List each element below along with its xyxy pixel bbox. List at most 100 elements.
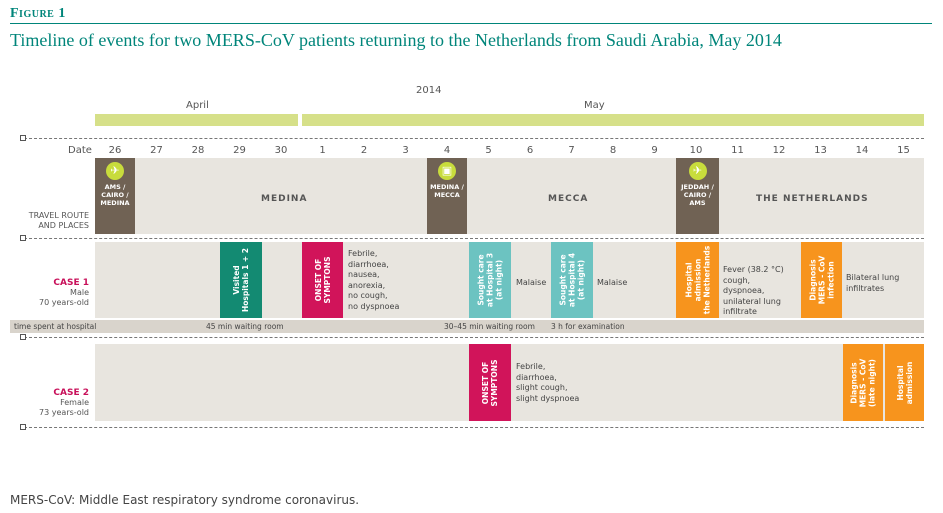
event-line: MERS - CoV [817, 255, 826, 305]
case1-sex: Male [70, 288, 89, 297]
separator-travel-bottom [24, 238, 924, 239]
date-day: 28 [191, 145, 205, 156]
month-label-may: May [584, 100, 605, 111]
date-day: 27 [150, 145, 163, 156]
hospital-time-exam: 3 h for examination [551, 322, 625, 331]
date-day: 11 [731, 145, 744, 156]
separator-case2-bottom [24, 427, 924, 428]
case1-malaise-note-2: Malaise [597, 278, 628, 287]
separator-cap [20, 334, 26, 340]
case1-malaise-note-1: Malaise [516, 278, 547, 287]
event-line: at Hospital 3 [485, 252, 495, 308]
case1-fever-note: Fever (38.2 °C) cough, dyspnoea, unilate… [723, 265, 784, 316]
month-bar-may [302, 114, 924, 126]
travel-box-line: JEDDAH / [681, 183, 714, 191]
travel-label: TRAVEL ROUTE AND PLACES [14, 211, 89, 231]
event-line: (at night) [576, 259, 586, 301]
case2-event-hospital-admission: Hospital admission [885, 344, 924, 421]
plane-icon: ✈ [688, 162, 707, 180]
case1-onset-symptoms-note: Febrile, diarrhoea, nausea, anorexia, no… [348, 249, 400, 311]
event-line: Diagnosis [849, 361, 859, 404]
travel-box-line: CAIRO / [101, 191, 129, 199]
date-day: 2 [360, 145, 368, 156]
separator-dates-top [24, 138, 924, 139]
case1-name: CASE 1 [53, 278, 89, 288]
case1-event-onset: ONSET OF SYMPTONS [302, 242, 343, 318]
event-line: ONSET OF [481, 361, 490, 404]
date-day: 12 [772, 145, 786, 156]
event-line: Visited [232, 265, 241, 295]
month-label-april: April [186, 100, 209, 111]
date-day: 9 [651, 145, 658, 156]
date-day: 5 [485, 145, 492, 156]
date-header: Date [68, 145, 92, 156]
figure-label: Figure 1 [10, 6, 66, 21]
case1-event-diagnosis: Diagnosis MERS - CoV infection [801, 242, 842, 318]
event-line: SYMPTONS [490, 359, 499, 406]
travel-band [95, 158, 924, 234]
event-line: MERS - CoV [858, 358, 868, 407]
date-day: 3 [402, 145, 409, 156]
case2-event-onset: ONSET OF SYMPTONS [469, 344, 511, 421]
travel-box-line: CAIRO / [683, 191, 712, 199]
figure-title: Timeline of events for two MERS-CoV pati… [10, 30, 782, 50]
travel-box-line: MECCA [434, 191, 460, 199]
separator-case1-bottom [24, 337, 924, 338]
travel-label-line1: TRAVEL ROUTE [28, 211, 89, 220]
date-day: 26 [108, 145, 122, 156]
event-line: at Hospital 4 [567, 252, 577, 308]
bus-icon: ▣ [438, 162, 456, 180]
case2-name: CASE 2 [53, 388, 89, 398]
date-day: 4 [443, 145, 451, 156]
case2-event-diagnosis: Diagnosis MERS - CoV (late night) [843, 344, 883, 421]
case2-sex: Female [60, 398, 89, 407]
case1-lung-note: Bilateral lung infiltrates [846, 273, 900, 293]
event-line: SYMPTONS [322, 256, 332, 304]
event-line: Hospital [895, 364, 905, 401]
case2-label: CASE 2 Female 73 years-old [14, 388, 89, 418]
travel-box-medina-mecca: ▣ MEDINA / MECCA [427, 158, 467, 234]
travel-label-line2: AND PLACES [38, 221, 89, 230]
travel-box-line: MEDINA / [430, 183, 464, 191]
place-the-netherlands: THE NETHERLANDS [756, 194, 869, 204]
event-line: admission [904, 361, 914, 404]
case1-event-admission-netherlands: Hospital admission the Netherlands [676, 242, 719, 318]
travel-box-jeddah-cairo-ams: ✈ JEDDAH / CAIRO / AMS [676, 158, 719, 234]
event-line: admission [693, 258, 702, 302]
case2-age: 73 years-old [39, 408, 89, 417]
travel-box-line: AMS [689, 199, 706, 207]
event-line: Hospitals 1 + 2 [241, 247, 250, 313]
event-line: the Netherlands [702, 245, 711, 315]
date-day: 1 [319, 145, 326, 156]
hospital-time-label: time spent at hospital [14, 322, 97, 331]
date-day: 8 [609, 145, 617, 156]
date-day: 15 [897, 145, 910, 156]
date-day: 30 [274, 145, 288, 156]
footnote: MERS-CoV: Middle East respiratory syndro… [10, 493, 360, 507]
date-day: 13 [814, 145, 827, 156]
travel-box-ams-cairo-medina: ✈ AMS / CAIRO / MEDINA [95, 158, 135, 234]
hospital-time-wait2: 30–45 min waiting room [444, 322, 535, 331]
separator-cap [20, 424, 26, 430]
year-label: 2014 [416, 85, 442, 96]
event-line: Sought care [558, 254, 568, 306]
case1-event-visited-hospitals: Visited Hospitals 1 + 2 [220, 242, 262, 318]
case2-onset-symptoms-note: Febrile, diarrhoea, slight cough, slight… [516, 362, 580, 403]
travel-box-line: MEDINA [100, 199, 130, 207]
month-bar-april [95, 114, 298, 126]
date-day: 10 [689, 145, 703, 156]
event-line: Hospital [684, 262, 693, 298]
event-line: (late night) [867, 358, 877, 407]
event-line: Sought care [476, 254, 486, 306]
event-line: ONSET OF [313, 258, 323, 302]
event-line: infection [826, 261, 835, 299]
plane-icon: ✈ [106, 162, 124, 180]
hospital-time-bar [10, 320, 924, 333]
travel-box-line: AMS / [104, 183, 126, 191]
date-day: 29 [233, 145, 246, 156]
case1-age: 70 years-old [39, 298, 89, 307]
event-line: (at night) [494, 259, 504, 301]
hospital-time-wait1: 45 min waiting room [206, 322, 284, 331]
case1-event-hospital4: Sought care at Hospital 4 (at night) [551, 242, 593, 318]
separator-cap [20, 235, 26, 241]
